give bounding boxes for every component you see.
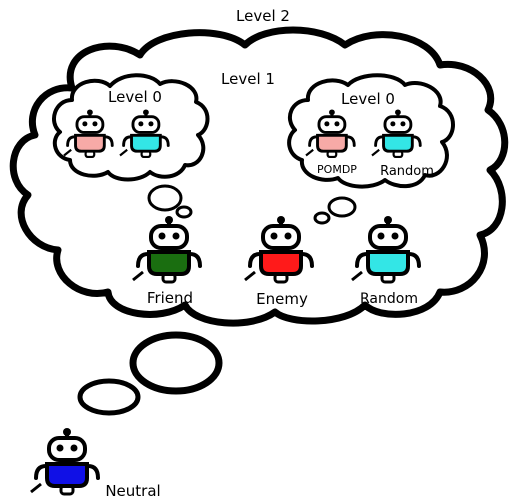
enemy-robot xyxy=(243,214,314,284)
random-robot xyxy=(350,214,421,284)
robot-body xyxy=(366,250,410,276)
enemy-label: Enemy xyxy=(256,290,308,308)
neutral-label: Neutral xyxy=(105,482,160,499)
robot-body xyxy=(74,133,106,153)
random-label: Random xyxy=(360,291,418,307)
pomdp-label: POMDP xyxy=(317,163,357,176)
level0-left-label: Level 0 xyxy=(108,88,162,106)
robot-body xyxy=(130,133,162,153)
friend-robot xyxy=(131,214,202,284)
thought-bubbles-neutral xyxy=(77,331,223,416)
robot-body xyxy=(316,133,348,153)
robot-body xyxy=(382,133,414,153)
level0-right-label: Level 0 xyxy=(341,90,395,108)
level1-label: Level 1 xyxy=(221,70,275,88)
level2-label: Level 2 xyxy=(236,7,290,25)
random-small-label: Random xyxy=(380,164,434,179)
robot-body xyxy=(147,250,191,276)
level0-left-robot-cyan xyxy=(118,108,170,159)
robot-body xyxy=(259,250,303,276)
level0-right-cloud xyxy=(287,73,455,189)
thought-bubbles-right xyxy=(313,196,357,225)
level0-right-robot-pomdp xyxy=(304,108,356,159)
friend-label: Friend xyxy=(147,289,193,307)
robot-body xyxy=(45,462,89,488)
thought-bubbles-left xyxy=(147,184,193,219)
neutral-robot xyxy=(29,426,100,496)
level0-right-robot-random xyxy=(370,108,422,159)
level0-left-robot-pink xyxy=(62,108,114,159)
